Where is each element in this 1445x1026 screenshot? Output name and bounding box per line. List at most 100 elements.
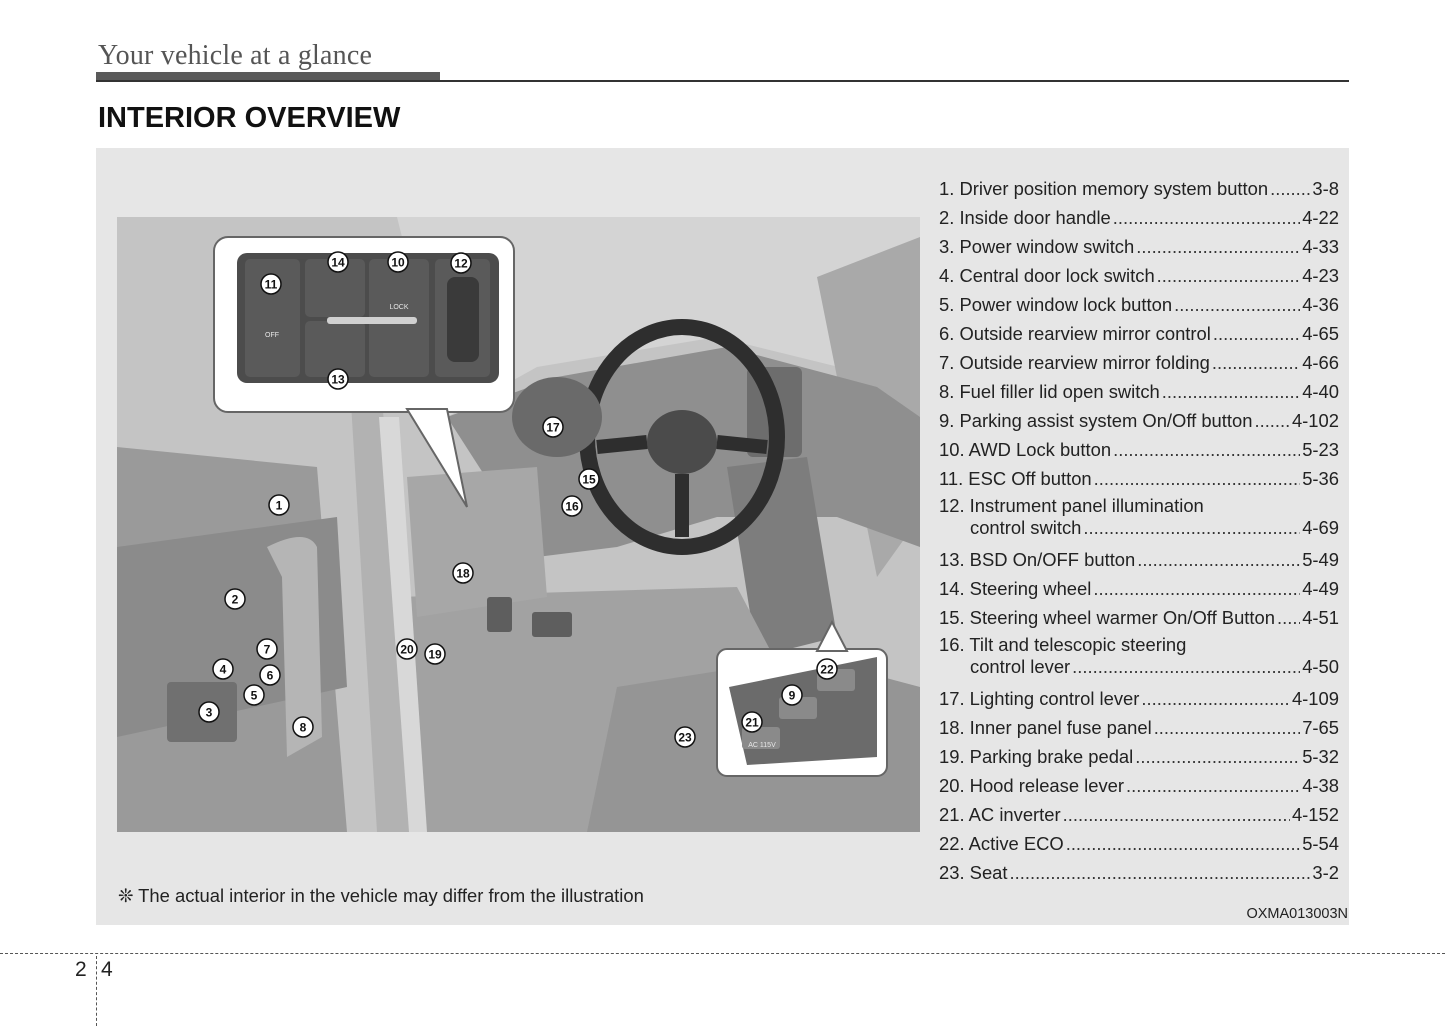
legend-item: 7. Outside rearview mirror folding4-66 <box>939 350 1339 379</box>
legend-item-label: 18. Inner panel fuse panel <box>939 717 1152 738</box>
leader-dots <box>1254 408 1289 434</box>
legend-item-label: 16. Tilt and telescopic steering <box>939 634 1187 655</box>
section-title: Your vehicle at a glance <box>98 40 373 71</box>
legend-item-page: 7-65 <box>1302 717 1339 738</box>
legend-item-page: 4-51 <box>1302 607 1339 628</box>
legend-item-label: 5. Power window lock button <box>939 294 1173 315</box>
legend-item: 8. Fuel filler lid open switch 4-40 <box>939 379 1339 408</box>
callout-9: 9 <box>781 684 803 706</box>
legend-item-label: 21. AC inverter <box>939 804 1061 825</box>
legend-item: 19. Parking brake pedal 5-32 <box>939 744 1339 773</box>
legend-item: 1. Driver position memory system button3… <box>939 176 1339 205</box>
callout-number: 3 <box>206 706 213 720</box>
chapter-number: 2 <box>75 958 87 981</box>
legend-item-label: 11. ESC Off button <box>939 468 1092 489</box>
leader-dots <box>1135 744 1300 770</box>
callout-number: 13 <box>331 373 345 387</box>
leader-dots <box>1072 656 1300 678</box>
legend-item-page: 4-22 <box>1302 207 1339 228</box>
callout-10: 10 <box>387 251 409 273</box>
legend-item: 3. Power window switch 4-33 <box>939 234 1339 263</box>
callout-1: 1 <box>268 494 290 516</box>
legend-item: 14. Steering wheel 4-49 <box>939 576 1339 605</box>
footer-divider <box>0 953 1445 954</box>
legend-item: 4. Central door lock switch 4-23 <box>939 263 1339 292</box>
page-number-divider <box>96 956 97 1026</box>
callout-number: 9 <box>789 689 796 703</box>
legend-item-label: 15. Steering wheel warmer On/Off Button <box>939 607 1275 628</box>
leader-dots <box>1137 547 1300 573</box>
callout-22: 22 <box>816 658 838 680</box>
callout-number: 20 <box>400 643 414 657</box>
leader-dots <box>1277 605 1300 631</box>
callout-7: 7 <box>256 638 278 660</box>
legend-item-label: 3. Power window switch <box>939 236 1135 257</box>
legend-item: 22. Active ECO5-54 <box>939 831 1339 860</box>
legend-item: 20. Hood release lever4-38 <box>939 773 1339 802</box>
callout-number: 6 <box>267 669 274 683</box>
legend-item-page: 4-33 <box>1302 236 1339 257</box>
callout-23: 23 <box>674 726 696 748</box>
callout-21: 21 <box>741 711 763 733</box>
legend-item-label: 19. Parking brake pedal <box>939 746 1134 767</box>
callout-19: 19 <box>424 643 446 665</box>
callout-number: 12 <box>454 257 468 271</box>
leader-dots <box>1063 802 1290 828</box>
callout-18: 18 <box>452 562 474 584</box>
leader-dots <box>1010 860 1311 886</box>
legend-item-label-continued: control lever <box>970 656 1071 677</box>
legend-item: 11. ESC Off button 5-36 <box>939 466 1339 495</box>
legend-item-label-continued: control switch <box>970 517 1082 538</box>
callout-20: 20 <box>396 638 418 660</box>
callout-number: 19 <box>428 648 442 662</box>
legend-item-label: 6. Outside rearview mirror control <box>939 323 1211 344</box>
leader-dots <box>1213 321 1300 347</box>
callout-number: 10 <box>391 256 405 270</box>
callout-13: 13 <box>327 368 349 390</box>
illustration-disclaimer: ❊ The actual interior in the vehicle may… <box>118 885 644 906</box>
esc-off-label: OFF <box>265 332 279 339</box>
leader-dots <box>1126 773 1300 799</box>
leader-dots <box>1136 234 1300 260</box>
legend-item-page: 4-38 <box>1302 775 1339 796</box>
image-reference-code: OXMA013003N <box>1246 906 1348 922</box>
legend-item-label: 14. Steering wheel <box>939 578 1092 599</box>
callout-2: 2 <box>224 588 246 610</box>
callout-number: 2 <box>232 593 239 607</box>
callout-17: 17 <box>542 416 564 438</box>
legend-item-label: 8. Fuel filler lid open switch <box>939 381 1160 402</box>
header-bar <box>96 72 440 81</box>
leader-dots <box>1113 437 1300 463</box>
legend-item-label: 9. Parking assist system On/Off button <box>939 410 1253 431</box>
awd-lock-label: LOCK <box>389 304 408 311</box>
legend-item-label: 7. Outside rearview mirror folding <box>939 352 1210 373</box>
legend-item-label: 10. AWD Lock button <box>939 439 1112 460</box>
legend-item-label: 12. Instrument panel illumination <box>939 495 1204 516</box>
callout-number: 15 <box>582 473 596 487</box>
legend-item-page: 4-40 <box>1302 381 1339 402</box>
legend-item-page: 5-36 <box>1302 468 1339 489</box>
leader-dots <box>1094 466 1301 492</box>
legend-item-label: 22. Active ECO <box>939 833 1064 854</box>
legend-item-page: 5-32 <box>1302 746 1339 767</box>
legend-item: 9. Parking assist system On/Off button4-… <box>939 408 1339 437</box>
legend-item-page: 5-23 <box>1302 439 1339 460</box>
leader-dots <box>1162 379 1300 405</box>
callout-3: 3 <box>198 701 220 723</box>
leader-dots <box>1212 350 1300 376</box>
leader-dots <box>1270 176 1310 202</box>
callout-15: 15 <box>578 468 600 490</box>
legend-item-label: 13. BSD On/OFF button <box>939 549 1136 570</box>
leader-dots <box>1083 517 1300 539</box>
legend-item-label: 4. Central door lock switch <box>939 265 1155 286</box>
page-number: 4 <box>101 958 113 981</box>
callout-number: 5 <box>251 689 258 703</box>
legend-item-label: 1. Driver position memory system button <box>939 178 1269 199</box>
callout-12: 12 <box>450 252 472 274</box>
legend-item-page: 4-49 <box>1302 578 1339 599</box>
header-rule <box>96 80 1349 82</box>
legend-item: 13. BSD On/OFF button5-49 <box>939 547 1339 576</box>
legend-item-page: 4-23 <box>1302 265 1339 286</box>
callout-number: 1 <box>276 499 283 513</box>
